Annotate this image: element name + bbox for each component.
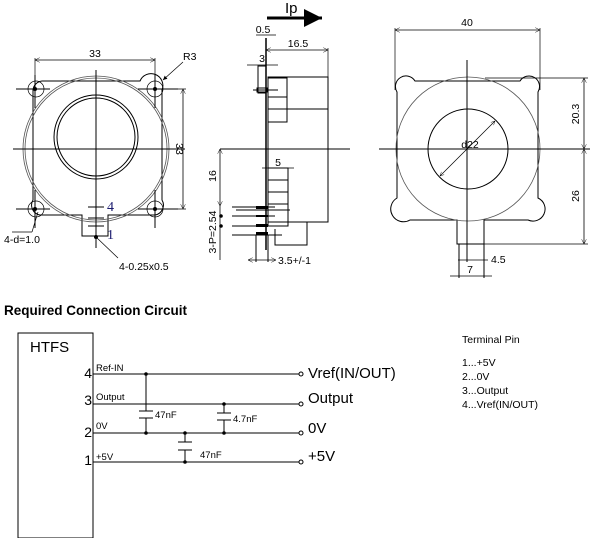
device-box (17, 332, 94, 538)
terminal-pin-title: Terminal Pin (462, 334, 520, 346)
pin-name-output: Output (96, 392, 125, 403)
pin-4-label: 4 (107, 200, 114, 215)
terminal-label-output: Output (308, 390, 354, 407)
depth-label: 16.5 (288, 38, 309, 50)
aperture-label: d22 (461, 139, 479, 151)
capacitor-47nf-supply (178, 431, 192, 464)
capacitor-4.7nf-output (217, 402, 231, 435)
lower-height-label: 26 (570, 190, 582, 202)
pin-length-label: 3.5+/-1 (278, 255, 311, 267)
pitch-label: 3-P=2.54 (207, 210, 219, 253)
front-width-label: 33 (89, 48, 101, 60)
cap-label-2: 4.7nF (233, 414, 257, 425)
tab-outer-label: 7 (467, 264, 473, 276)
terminal-label-5v: +5V (308, 448, 335, 465)
body-dim-label: 5 (275, 157, 281, 169)
pin-number-2: 2 (84, 424, 92, 440)
front-housing-outline (31, 73, 164, 237)
current-label: Ip (285, 0, 298, 17)
side-height-label: 16 (207, 170, 219, 182)
pin-number-3: 3 (84, 392, 92, 408)
terminal-pin-row: 4...Vref(IN/OUT) (462, 399, 538, 411)
connection-circuit: Required Connection Circuit HTFS 4 3 2 1… (4, 303, 396, 538)
terminal-pin-row: 3...Output (462, 385, 508, 397)
pin-number-1: 1 (84, 452, 92, 468)
pin-name-5v: +5V (96, 452, 114, 463)
terminal-0v (298, 430, 304, 436)
circuit-title: Required Connection Circuit (4, 303, 188, 318)
device-label: HTFS (30, 339, 69, 356)
rear-width-label: 40 (461, 17, 473, 29)
hole-note: 4-d=1.0 (4, 234, 40, 246)
terminal-ref (298, 371, 304, 377)
pin-name-ref-in: Ref-IN (96, 363, 124, 374)
upper-height-label: 20.3 (570, 104, 582, 125)
pin-offset-label: 3 (259, 53, 265, 65)
cap-label-1: 47nF (155, 410, 177, 421)
pin-1-label: 1 (107, 228, 114, 243)
rear-view: d22 40 20.3 26 4.5 7 (379, 17, 590, 278)
terminal-pin-row: 2...0V (462, 371, 489, 383)
capacitor-47nf-ref (139, 372, 153, 435)
terminal-output (298, 401, 304, 407)
front-height-label: 33 (173, 143, 185, 155)
pin-number-4: 4 (84, 365, 92, 381)
cap-label-3: 47nF (200, 450, 222, 461)
terminal-label-vref: Vref(IN/OUT) (308, 365, 396, 382)
pin-name-0v: 0V (96, 421, 108, 432)
terminal-label-0v: 0V (308, 420, 326, 437)
terminal-pin-table: Terminal Pin 1...+5V 2...0V 3...Output 4… (462, 334, 538, 411)
terminal-pin-row: 1...+5V (462, 357, 496, 369)
side-view: Ip 0.5 (207, 0, 350, 267)
terminal-5v (298, 459, 304, 465)
thickness-label: 0.5 (256, 24, 271, 36)
corner-radius-label: R3 (183, 51, 197, 63)
pin-note: 4-0.25x0.5 (119, 261, 169, 273)
tab-inner-label: 4.5 (491, 254, 506, 266)
dim-aperture (440, 121, 495, 176)
front-view: 4 1 33 33 R3 4-d=1.0 4-0.25x0.5 (4, 48, 197, 273)
